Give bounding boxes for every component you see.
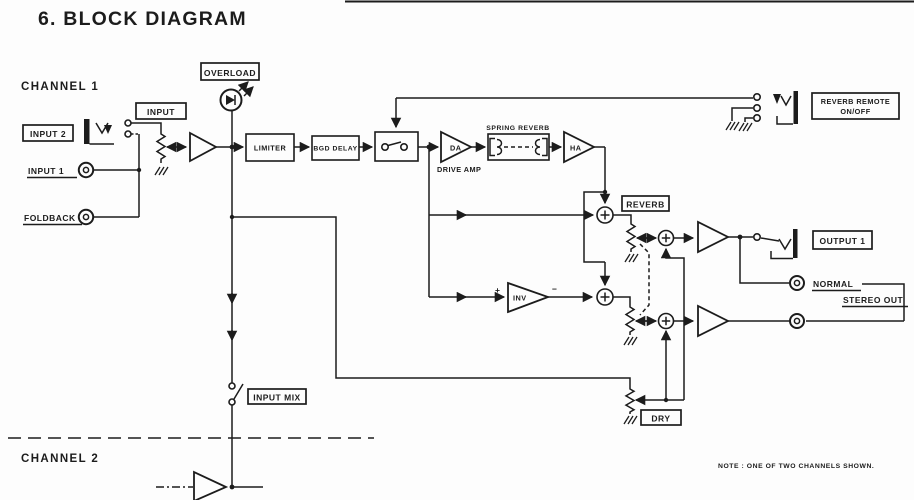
- dry-signal-wires: [229, 214, 631, 387]
- reverb-switch-icon: [374, 131, 419, 162]
- channel2-amp-icon: [156, 470, 263, 500]
- dry-label-box: DRY: [640, 409, 682, 426]
- output1-label-box: OUTPUT 1: [812, 230, 873, 250]
- output1-label: OUTPUT 1: [819, 236, 865, 246]
- input-level-label-box: INPUT: [135, 102, 187, 120]
- input-amp-icon: [189, 131, 218, 163]
- reverb-label: REVERB: [626, 200, 664, 210]
- reverb-remote-label-box: REVERB REMOTE ON/OFF: [811, 92, 900, 120]
- stereo-out-bracket: [806, 283, 905, 322]
- drive-amp-label: DRIVE AMP: [437, 165, 481, 174]
- input1-label: INPUT 1: [28, 166, 64, 176]
- spring-reverb-block: SPRING REVERB: [486, 125, 550, 161]
- input-wires: [94, 122, 162, 218]
- stereo-rca-jack-icon: [789, 313, 805, 329]
- spring-reverb-label: SPRING REVERB: [486, 125, 549, 132]
- input-mix-label: INPUT MIX: [253, 393, 300, 403]
- inverter-minus: −: [552, 284, 557, 294]
- direct-signal-wires: [428, 147, 595, 303]
- bgd-delay-label: BGD DELAY: [313, 146, 357, 153]
- channel2-label: CHANNEL 2: [21, 453, 99, 465]
- dry-pot: [623, 247, 685, 425]
- remote-jack-icon: [725, 91, 798, 132]
- sum-node-reverb-b: [596, 288, 614, 306]
- reverb-pot-b: [613, 296, 658, 346]
- reverb-pot-a: [613, 214, 658, 263]
- drive-amp-abbr: DA: [450, 144, 462, 153]
- input-mix-label-box: INPUT MIX: [247, 388, 307, 405]
- pot-gang-link: [639, 243, 650, 316]
- normal-label: NORMAL: [813, 279, 853, 289]
- output1-wires: [728, 234, 789, 284]
- output1-phone-jack-icon: [752, 229, 798, 260]
- limiter-block: LIMITER: [245, 133, 295, 162]
- stereo-out-label: STEREO OUT: [843, 295, 904, 305]
- limiter-label: LIMITER: [254, 144, 287, 153]
- input2-phone-jack-icon: [84, 119, 132, 145]
- foldback-label: FOLDBACK: [24, 213, 76, 223]
- inverter-amp-icon: + INV −: [495, 281, 594, 314]
- overload-label: OVERLOAD: [204, 68, 256, 78]
- input-mix-wires: [226, 147, 244, 487]
- output-amp-b-icon: [697, 304, 731, 338]
- input-level-pot: [154, 131, 188, 176]
- sum-node-mix-b: [657, 312, 675, 330]
- input2-label-box: INPUT 2: [22, 124, 74, 142]
- head-amp-abbr: HA: [570, 144, 582, 153]
- reverb-remote-label-line1: REVERB REMOTE: [821, 97, 891, 106]
- note-text: NOTE : ONE OF TWO CHANNELS SHOWN.: [718, 463, 874, 470]
- bgd-delay-block: BGD DELAY: [311, 135, 360, 161]
- overload-label-box: OVERLOAD: [200, 62, 260, 81]
- channel1-label: CHANNEL 1: [21, 81, 99, 93]
- dry-label: DRY: [651, 414, 670, 424]
- foldback-rca-jack-icon: [77, 208, 95, 226]
- inverter-abbr: INV: [513, 294, 527, 303]
- wet-signal-wires: [583, 146, 611, 287]
- reverb-remote-label-line2: ON/OFF: [840, 107, 870, 116]
- sum-node-mix-a: [657, 229, 675, 247]
- sum-node-reverb-a: [596, 206, 614, 224]
- input-level-label: INPUT: [147, 107, 175, 117]
- input2-label: INPUT 2: [30, 129, 66, 139]
- drive-amp-icon: DA DRIVE AMP: [437, 130, 481, 174]
- normal-rca-jack-icon: [789, 275, 805, 291]
- reverb-label-box: REVERB: [621, 195, 670, 212]
- input1-rca-jack-icon: [77, 161, 95, 179]
- output-amp-a-icon: [697, 220, 731, 254]
- page-title: 6. BLOCK DIAGRAM: [38, 8, 247, 30]
- inverter-plus: +: [495, 285, 500, 295]
- head-amp-icon: HA: [563, 130, 597, 164]
- remote-control-wire: [390, 97, 753, 129]
- overload-led-icon: [219, 81, 254, 147]
